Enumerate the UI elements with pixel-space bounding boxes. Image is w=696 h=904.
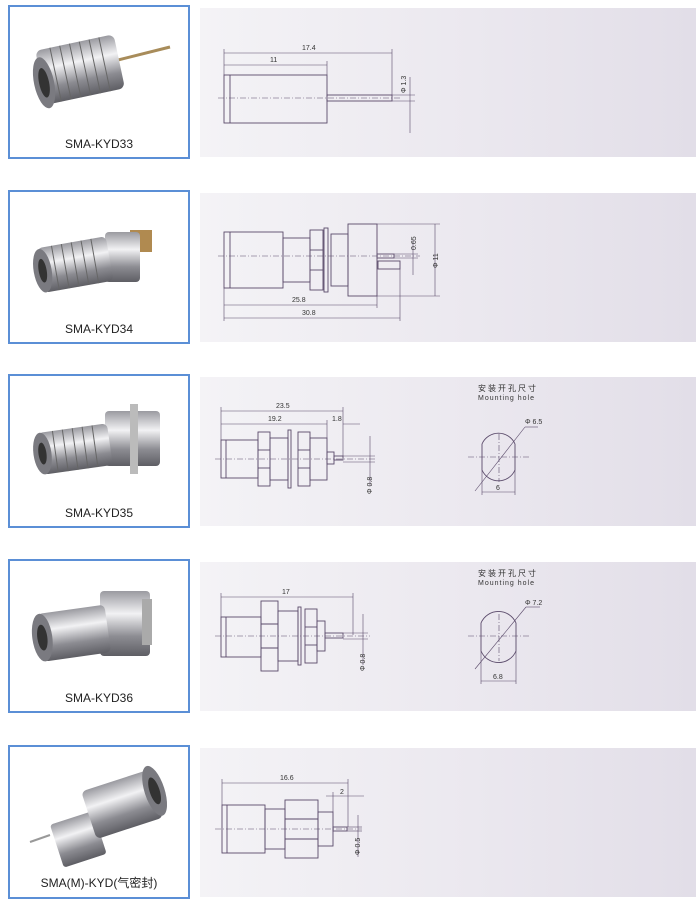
- dim-pin-width: 0.65: [411, 236, 418, 250]
- product-photo: SMA-KYD33: [8, 5, 190, 159]
- mounting-hole-title-en: Mounting hole: [478, 580, 535, 587]
- drawing-panel: [200, 748, 696, 897]
- mounting-hole-title-cn: 安装开孔尺寸: [478, 383, 538, 393]
- mounting-hole-diameter: Φ 6.5: [525, 419, 542, 426]
- dim-flange-diameter: Φ 11: [433, 253, 440, 268]
- mounting-hole-diameter: Φ 7.2: [525, 600, 542, 607]
- model-label: SMA-KYD33: [64, 137, 134, 151]
- dim-length-total: 17: [282, 589, 290, 596]
- dimension-drawing: 17 Φ 0.8 安装开孔尺寸 Mounting hole Φ 7.2 6.8: [215, 568, 542, 684]
- dimension-drawing: 25.8 30.8 0.65 Φ 11: [218, 223, 440, 321]
- product-photo: SMA-KYD34: [8, 190, 190, 344]
- product-photo: SMA-KYD35: [8, 374, 190, 528]
- dimension-drawing: 23.5 19.2 1.8 Φ 0.8 安装开孔尺寸 Mounting hole…: [215, 383, 542, 495]
- dim-length-body: 19.2: [268, 416, 282, 423]
- product-row-kyd34: SMA-KYD34 25.8 30.8 0.65 Φ 11: [0, 190, 696, 345]
- mounting-hole-diagram: [468, 606, 540, 684]
- dim-pin-length: 2: [340, 789, 344, 796]
- product-row-kyd33: SMA-KYD33 17.4 11 Φ 1.3: [0, 5, 696, 160]
- drawing-panel: [200, 562, 696, 711]
- product-photo: SMA-KYD36: [8, 559, 190, 713]
- mounting-hole-diagram: [468, 426, 538, 495]
- dim-pin-length: 1.8: [332, 416, 342, 423]
- model-label: SMA-KYD36: [64, 691, 134, 705]
- dim-pin-diameter: Φ 0.8: [367, 477, 374, 494]
- mounting-hole-width: 6.8: [493, 674, 503, 681]
- model-label: SMA(M)-KYD(气密封): [40, 876, 158, 890]
- drawing-panel: [200, 8, 696, 157]
- dimension-drawing: 17.4 11 Φ 1.3: [218, 45, 415, 133]
- mounting-hole-title-en: Mounting hole: [478, 395, 535, 402]
- connector-image: [33, 404, 160, 475]
- dim-pin-diameter: Φ 1.3: [401, 76, 408, 93]
- connector-image: [31, 591, 152, 662]
- dimension-drawing: 16.6 2 Φ 0.5: [215, 775, 364, 859]
- dim-pin-diameter: Φ 0.8: [360, 654, 367, 671]
- dim-length-total: 16.6: [280, 775, 294, 782]
- product-row-kyd-hermetic: SMA(M)-KYD(气密封) 16.6 2 Φ 0.5: [0, 745, 696, 900]
- connector-image: [33, 230, 152, 293]
- dim-length-total: 17.4: [302, 45, 316, 52]
- connector-image: [29, 765, 168, 867]
- connector-image: [32, 35, 171, 109]
- dim-length-total: 30.8: [302, 310, 316, 317]
- product-row-kyd36: SMA-KYD36 17 Φ 0.8 安装开孔尺寸 Mounting hole …: [0, 559, 696, 714]
- product-photo: SMA(M)-KYD(气密封): [8, 745, 190, 899]
- mounting-hole-title-cn: 安装开孔尺寸: [478, 568, 538, 578]
- model-label: SMA-KYD34: [64, 322, 134, 336]
- dim-length-total: 23.5: [276, 403, 290, 410]
- model-label: SMA-KYD35: [64, 506, 134, 520]
- dim-pin-diameter: Φ 0.5: [355, 838, 362, 855]
- dim-length-flange: 25.8: [292, 297, 306, 304]
- drawing-panel: [200, 377, 696, 526]
- product-row-kyd35: SMA-KYD35 23.5 19.2 1.8 Φ 0.8 安装开孔尺寸 Mou…: [0, 374, 696, 529]
- mounting-hole-width: 6: [496, 485, 500, 492]
- dim-length-body: 11: [270, 57, 277, 64]
